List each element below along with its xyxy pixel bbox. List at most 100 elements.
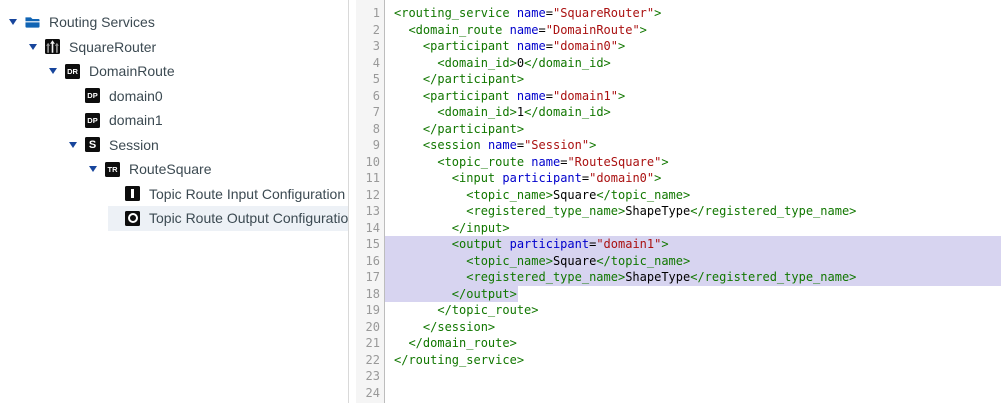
editor-left-gap — [349, 0, 356, 403]
code-token: </registered_type_name> — [690, 204, 857, 218]
code-token — [394, 320, 423, 334]
line-number: 14 — [365, 220, 380, 235]
code-token — [394, 72, 423, 86]
code-line-23[interactable] — [385, 368, 1001, 385]
code-token — [394, 254, 466, 268]
code-line-9[interactable]: <session name="Session"> — [385, 137, 1001, 154]
arrow-slot — [48, 68, 65, 75]
code-token — [510, 39, 517, 53]
panel-divider[interactable] — [348, 0, 349, 403]
code-line-21[interactable]: </domain_route> — [385, 335, 1001, 352]
code-line-2[interactable]: <domain_route name="DomainRoute"> — [385, 22, 1001, 39]
line-number: 1 — [372, 6, 380, 20]
code-token — [394, 138, 423, 152]
tree-item-topic-route-output-configuration[interactable]: Topic Route Output Configuration — [108, 206, 348, 231]
topic-route-icon: TR — [105, 161, 120, 177]
code-token — [394, 23, 408, 37]
code-line-11[interactable]: <input participant="domain0"> — [385, 170, 1001, 187]
tree-item-label: domain0 — [109, 87, 163, 104]
line-number: 20 — [365, 319, 380, 334]
code-token — [394, 56, 437, 70]
code-line-20[interactable]: </session> — [385, 319, 1001, 336]
code-token: > — [661, 154, 669, 169]
code-line-15[interactable]: <output participant="domain1"> — [385, 236, 1001, 253]
code-token: 1 — [516, 105, 525, 119]
code-token: </topic_route> — [437, 303, 539, 317]
code-line-12[interactable]: <topic_name>Square</topic_name> — [385, 187, 1001, 204]
code-token: Square — [552, 187, 597, 202]
code-line-14[interactable]: </input> — [385, 220, 1001, 237]
code-token: = — [545, 39, 553, 53]
code-token: </routing_service> — [394, 352, 525, 367]
code-token: <domain_id> — [437, 55, 517, 70]
code-line-10[interactable]: <topic_route name="RouteSquare"> — [385, 154, 1001, 171]
code-token: = — [589, 237, 597, 251]
line-number: 12 — [365, 187, 380, 202]
code-line-16[interactable]: <topic_name>Square</topic_name> — [385, 252, 1001, 269]
collapse-arrow-icon[interactable] — [9, 19, 17, 26]
code-token: </domain_id> — [524, 105, 611, 119]
tree-item-label: DomainRoute — [89, 63, 175, 80]
line-number: 3 — [372, 39, 380, 53]
tree-item-square-router[interactable]: SquareRouter — [28, 35, 348, 60]
collapse-arrow-icon[interactable] — [29, 43, 37, 50]
code-line-3[interactable]: <participant name="domain0"> — [385, 38, 1001, 55]
code-token: <registered_type_name> — [466, 204, 626, 218]
code-token — [510, 6, 517, 20]
code-line-1[interactable]: <routing_service name="SquareRouter"> — [385, 5, 1001, 22]
code-line-22[interactable]: </routing_service> — [385, 352, 1001, 369]
code-token — [394, 287, 452, 301]
code-token: = — [538, 22, 546, 37]
code-line-13[interactable]: <registered_type_name>ShapeType</registe… — [385, 203, 1001, 220]
code-token — [394, 237, 452, 251]
code-token: "Session" — [524, 138, 590, 152]
code-token: </topic_name> — [596, 187, 691, 202]
line-number: 16 — [365, 253, 380, 268]
code-line-4[interactable]: <domain_id>0</domain_id> — [385, 55, 1001, 72]
collapse-arrow-icon[interactable] — [69, 141, 77, 148]
line-number: 11 — [365, 171, 380, 185]
code-token: name — [509, 22, 539, 37]
code-token: > — [654, 6, 662, 20]
code-token — [394, 39, 423, 53]
code-line-19[interactable]: </topic_route> — [385, 302, 1001, 319]
code-line-6[interactable]: <participant name="domain1"> — [385, 88, 1001, 105]
code-token — [394, 204, 466, 218]
code-line-7[interactable]: <domain_id>1</domain_id> — [385, 104, 1001, 121]
code-token: <topic_route — [437, 154, 525, 169]
line-number: 8 — [372, 121, 380, 136]
code-line-5[interactable]: </participant> — [385, 71, 1001, 88]
code-token: = — [545, 88, 553, 103]
code-token — [394, 188, 466, 202]
code-token: "SquareRouter" — [552, 6, 655, 20]
line-number: 21 — [365, 336, 380, 350]
collapse-arrow-icon[interactable] — [49, 68, 57, 75]
code-line-18[interactable]: </output> — [385, 285, 518, 302]
code-line-8[interactable]: </participant> — [385, 121, 1001, 138]
line-number: 9 — [372, 138, 380, 152]
code-token — [481, 138, 488, 152]
code-line-17[interactable]: <registered_type_name>ShapeType</registe… — [385, 269, 1001, 286]
code-token — [502, 23, 509, 37]
arrow-slot — [8, 19, 25, 26]
collapse-arrow-icon[interactable] — [89, 166, 97, 173]
code-token: 0 — [516, 55, 525, 70]
code-line-24[interactable] — [385, 385, 1001, 402]
code-token: <participant — [422, 88, 510, 103]
tree-item-routing-services[interactable]: Routing Services — [8, 10, 348, 35]
xml-code-editor[interactable]: <routing_service name="SquareRouter"> <d… — [385, 0, 1001, 403]
code-token: "RouteSquare" — [567, 154, 662, 169]
code-token: "domain1" — [552, 88, 619, 103]
code-token: <registered_type_name> — [466, 270, 626, 284]
code-token: "domain0" — [589, 171, 655, 185]
code-token: participant — [509, 237, 590, 251]
tree-item-topic-route-input-configuration[interactable]: Topic Route Input Configuration — [108, 182, 348, 207]
code-token: <participant — [422, 39, 510, 53]
